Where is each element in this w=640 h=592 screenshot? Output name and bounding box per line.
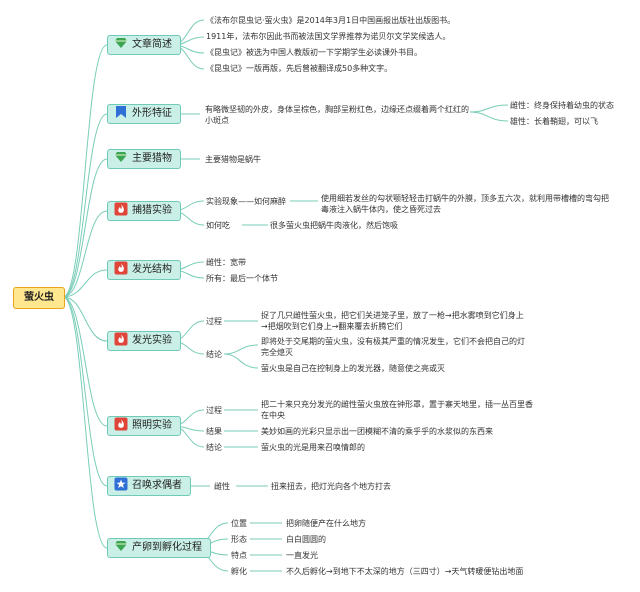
- hunting-value-1: 使用细若发丝的勾状颚轻轻击打蜗牛的外膜，顶多五六次，就利用带槽槽的弯勾把毒液注入…: [321, 194, 609, 214]
- root-label: 萤火虫: [24, 292, 54, 303]
- star-icon: [114, 477, 128, 491]
- branch-label: 外形特征: [132, 108, 172, 119]
- branch-call-mate[interactable]: 召唤求偶者: [107, 476, 191, 496]
- hunting-key-1: 实验现象——如何麻醉: [206, 197, 286, 206]
- summary-item-2: 1911年，法布尔因此书而被法国文学界推荐为诺贝尔文学奖候选人。: [206, 32, 451, 41]
- branch-egg-to-hatch[interactable]: 产卵到孵化过程: [107, 538, 211, 558]
- appearance-female: 雌性：终身保持着幼虫的状态: [510, 101, 614, 110]
- appearance-male: 雄性：长着鞘翅，可以飞: [510, 117, 598, 126]
- flame-icon: [114, 202, 128, 216]
- hunting-key-2: 如何吃: [206, 221, 230, 230]
- branch-light-experiment[interactable]: 发光实验: [107, 331, 181, 351]
- light-exp-key-2: 结论: [206, 350, 222, 359]
- lighting-key-1: 过程: [206, 406, 222, 415]
- prey-item: 主要猎物是蜗牛: [205, 155, 261, 164]
- branch-article-summary[interactable]: 文章简述: [107, 35, 181, 55]
- lighting-value-3: 萤火虫的光是用来召唤情郎的: [261, 443, 365, 452]
- branch-label: 召唤求偶者: [132, 480, 182, 491]
- flame-icon: [114, 332, 128, 346]
- egg-key-2: 形态: [231, 535, 247, 544]
- diamond-icon: [114, 150, 128, 164]
- branch-lighting-experiment[interactable]: 照明实验: [107, 416, 181, 436]
- branch-prey[interactable]: 主要猎物: [107, 149, 181, 169]
- egg-value-2: 白白圆圆的: [286, 535, 326, 544]
- lighting-value-2: 美妙如画的光彩只显示出一团模糊不清的乘乎乎的水浆似的东西来: [261, 427, 493, 436]
- summary-item-1: 《法布尔昆虫记·萤火虫》是2014年3月1日中国画报出版社出版图书。: [206, 16, 456, 25]
- light-exp-value-2a: 即将处于交尾期的萤火虫，没有极其严重的情况发生，它们不会把自己的灯完全熄灭: [261, 337, 525, 357]
- egg-key-1: 位置: [231, 519, 247, 528]
- structure-item-2: 所有：最后一个体节: [206, 274, 278, 283]
- summary-item-4: 《昆虫记》一版再版，先后曾被翻译成50多种文字。: [206, 64, 393, 73]
- egg-key-3: 特点: [231, 551, 247, 560]
- light-exp-value-1: 捉了几只雌性萤火虫，把它们关进笼子里，放了一枪→把水雾喷到它们身上→把烟吹到它们…: [261, 311, 524, 331]
- branch-light-structure[interactable]: 发光结构: [107, 260, 181, 280]
- appearance-desc: 有略微坚韧的外皮，身体呈棕色，胸部呈粉红色，边缘还点缀着两个红红的小斑点: [205, 105, 469, 125]
- branch-label: 发光结构: [132, 264, 172, 275]
- branch-appearance[interactable]: 外形特征: [107, 104, 181, 124]
- summary-item-3: 《昆虫记》被选为中国人教版初一下学期学生必读课外书目。: [206, 48, 422, 57]
- branch-label: 捕猎实验: [132, 205, 172, 216]
- egg-value-1: 把卵随便产在什么地方: [286, 519, 366, 528]
- diamond-icon: [114, 36, 128, 50]
- structure-item-1: 雌性：宽带: [206, 258, 246, 267]
- call-mate-key: 雌性: [214, 482, 230, 491]
- egg-value-3: 一直发光: [286, 551, 318, 560]
- branch-hunting-experiment[interactable]: 捕猎实验: [107, 201, 181, 221]
- diamond-icon: [114, 539, 128, 553]
- hunting-value-2: 很多萤火虫把蜗牛肉液化，然后饱吸: [270, 221, 398, 230]
- branch-label: 发光实验: [132, 335, 172, 346]
- lighting-value-1: 把二十来只充分发光的雌性萤火虫放在钟形罩，置于寨天地里，插一丛百里香在中央: [261, 400, 533, 420]
- egg-key-4: 孵化: [231, 567, 247, 576]
- branch-label: 照明实验: [132, 420, 172, 431]
- flag-icon: [114, 105, 128, 119]
- branch-label: 文章简述: [132, 39, 172, 50]
- call-mate-value: 扭来扭去，把灯光向各个地方打去: [271, 482, 391, 491]
- flame-icon: [114, 417, 128, 431]
- flame-icon: [114, 261, 128, 275]
- branch-label: 产卵到孵化过程: [132, 542, 202, 553]
- root-node[interactable]: 萤火虫: [13, 287, 65, 309]
- branch-label: 主要猎物: [132, 153, 172, 164]
- lighting-key-2: 结果: [206, 427, 222, 436]
- lighting-key-3: 结论: [206, 443, 222, 452]
- light-exp-key-1: 过程: [206, 317, 222, 326]
- egg-value-4: 不久后孵化→到地下不太深的地方（三四寸）→天气转暖便钻出地面: [286, 567, 524, 576]
- light-exp-value-2b: 萤火虫是自己在控制身上的发光器，随意使之亮或灭: [261, 364, 445, 373]
